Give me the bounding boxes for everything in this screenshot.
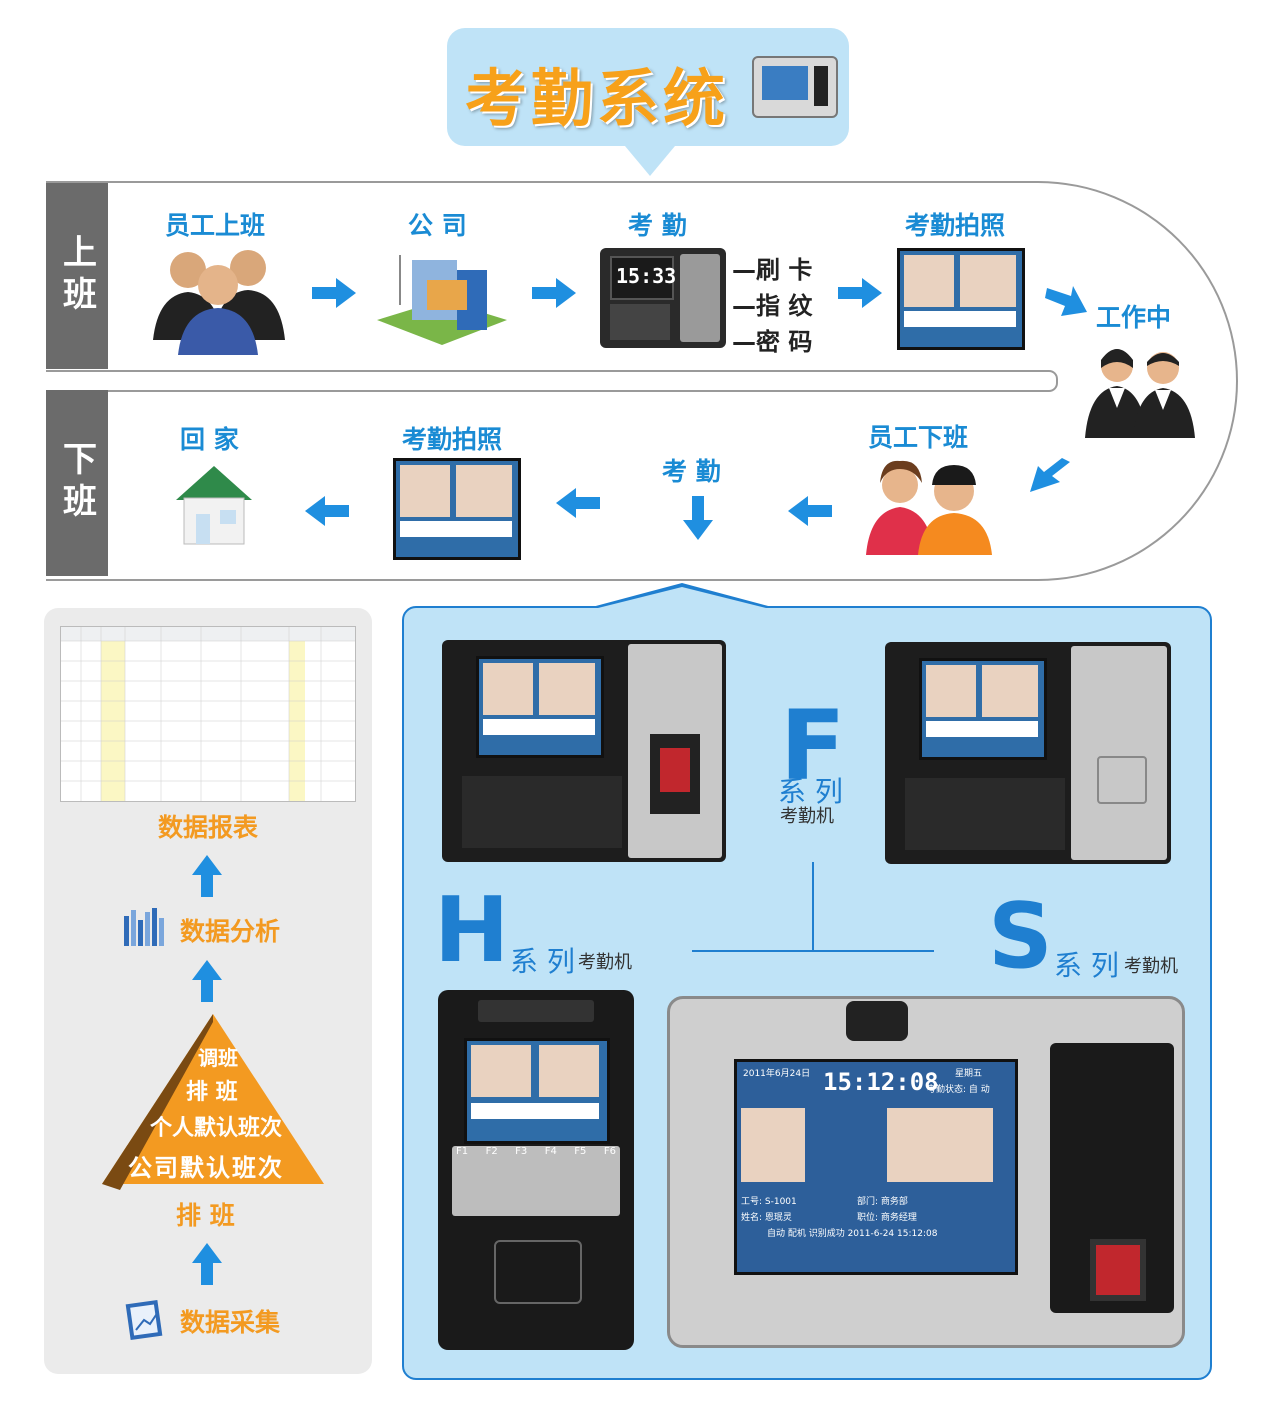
divider-horizontal bbox=[692, 950, 934, 952]
s-date: 2011年6月24日 bbox=[743, 1069, 811, 1079]
arrow-up-1 bbox=[192, 855, 222, 901]
device-clock: 15:33 bbox=[616, 264, 677, 288]
s-id-row: 工号: S-1001 bbox=[741, 1197, 797, 1207]
side-label-morning: 上班 bbox=[46, 183, 108, 369]
step-photo-morning: 考勤拍照 bbox=[905, 211, 1006, 240]
s-title-row: 职位: 商务经理 bbox=[857, 1213, 917, 1223]
method-fingerprint: —指 纹 bbox=[732, 292, 813, 320]
step-employee-arrive: 员工上班 bbox=[165, 211, 266, 240]
workers-icon bbox=[1085, 338, 1195, 438]
panel-notch-fill bbox=[594, 587, 770, 609]
arrow-up-3 bbox=[192, 1243, 222, 1289]
arrow-up-2 bbox=[192, 960, 222, 1006]
s-series-letter: S bbox=[988, 884, 1053, 989]
f-series-sub: 考勤机 bbox=[780, 806, 834, 827]
h-series-sub: 考勤机 bbox=[578, 952, 632, 973]
employees-icon bbox=[148, 240, 288, 355]
arrow-left-1 bbox=[788, 496, 832, 530]
arrow-down-right bbox=[1045, 282, 1089, 322]
h-key-f2: F2 bbox=[485, 1146, 498, 1157]
label-analysis: 数据分析 bbox=[180, 917, 281, 946]
s-time: 15:12:08 bbox=[823, 1068, 939, 1096]
pyramid-level-4: 公司默认班次 bbox=[128, 1154, 284, 1182]
arrow-down-left bbox=[1028, 458, 1072, 498]
f-series-name: 系 列 bbox=[778, 775, 843, 808]
photo-screen-evening bbox=[393, 458, 521, 560]
h-key-f4: F4 bbox=[544, 1146, 557, 1157]
s-mode: 考勤状态: 自 动 bbox=[927, 1085, 990, 1095]
arrow-right-2 bbox=[532, 278, 576, 312]
h-key-f3: F3 bbox=[515, 1146, 528, 1157]
arrow-right-3 bbox=[838, 278, 882, 312]
side-label-evening: 下班 bbox=[46, 390, 108, 576]
method-card: —刷 卡 bbox=[732, 256, 813, 284]
attendance-methods: —刷 卡 —指 纹 —密 码 bbox=[732, 252, 812, 360]
company-building-icon bbox=[372, 245, 512, 350]
arrow-right-1 bbox=[312, 278, 356, 312]
house-icon bbox=[168, 458, 260, 550]
step-employee-leave: 员工下班 bbox=[868, 423, 969, 452]
page-title: 考勤系统 bbox=[465, 62, 730, 135]
schedule-pyramid bbox=[102, 1014, 324, 1190]
arrow-left-3 bbox=[305, 496, 349, 530]
divider-vertical bbox=[812, 862, 814, 952]
leaving-employees-icon bbox=[862, 455, 994, 555]
data-collect-icon bbox=[124, 1298, 168, 1346]
step-attendance-evening: 考 勤 bbox=[662, 457, 721, 486]
method-password: —密 码 bbox=[732, 328, 813, 356]
attendance-device-icon: 15:33 bbox=[600, 248, 726, 348]
photo-screen-morning bbox=[897, 248, 1025, 350]
f-series-card-device bbox=[885, 642, 1171, 864]
label-report: 数据报表 bbox=[158, 813, 259, 842]
label-schedule: 排 班 bbox=[176, 1201, 235, 1230]
step-photo-evening: 考勤拍照 bbox=[402, 425, 503, 454]
h-series-device: F1 F2 F3 F4 F5 F6 bbox=[438, 990, 634, 1350]
h-key-f5: F5 bbox=[574, 1146, 587, 1157]
s-name-row: 姓名: 恩珉灵 bbox=[741, 1213, 792, 1223]
title-pointer bbox=[620, 140, 680, 176]
arrow-down bbox=[683, 496, 713, 544]
pyramid-level-1: 调班 bbox=[198, 1046, 238, 1070]
h-series-name: 系 列 bbox=[510, 945, 575, 978]
pyramid-level-3: 个人默认班次 bbox=[150, 1116, 283, 1141]
h-series-letter: H bbox=[434, 878, 510, 983]
s-series-device: 2011年6月24日 星期五 15:12:08 考勤状态: 自 动 工号: S-… bbox=[667, 996, 1185, 1348]
label-collect: 数据采集 bbox=[180, 1308, 281, 1337]
report-table-thumbnail bbox=[60, 626, 356, 802]
s-dept-row: 部门: 商务部 bbox=[857, 1197, 908, 1207]
s-status-row: 自动 配机 识别成功 2011-6-24 15:12:08 bbox=[767, 1229, 938, 1239]
pyramid-level-2: 排 班 bbox=[186, 1080, 238, 1105]
analysis-chart-icon bbox=[124, 906, 168, 950]
s-weekday: 星期五 bbox=[955, 1069, 983, 1079]
s-series-name: 系 列 bbox=[1054, 949, 1119, 982]
step-working: 工作中 bbox=[1096, 303, 1172, 332]
step-attendance: 考 勤 bbox=[628, 211, 687, 240]
step-company: 公 司 bbox=[408, 211, 467, 240]
h-key-f1: F1 bbox=[456, 1146, 469, 1157]
s-series-sub: 考勤机 bbox=[1124, 956, 1178, 977]
step-home: 回 家 bbox=[180, 425, 239, 454]
arrow-left-2 bbox=[556, 488, 600, 522]
h-key-f6: F6 bbox=[603, 1146, 616, 1157]
f-series-letter: F bbox=[780, 690, 846, 802]
f-series-fingerprint-device bbox=[442, 640, 726, 862]
title-device-icon bbox=[752, 56, 838, 118]
flow-divider bbox=[46, 370, 1058, 392]
